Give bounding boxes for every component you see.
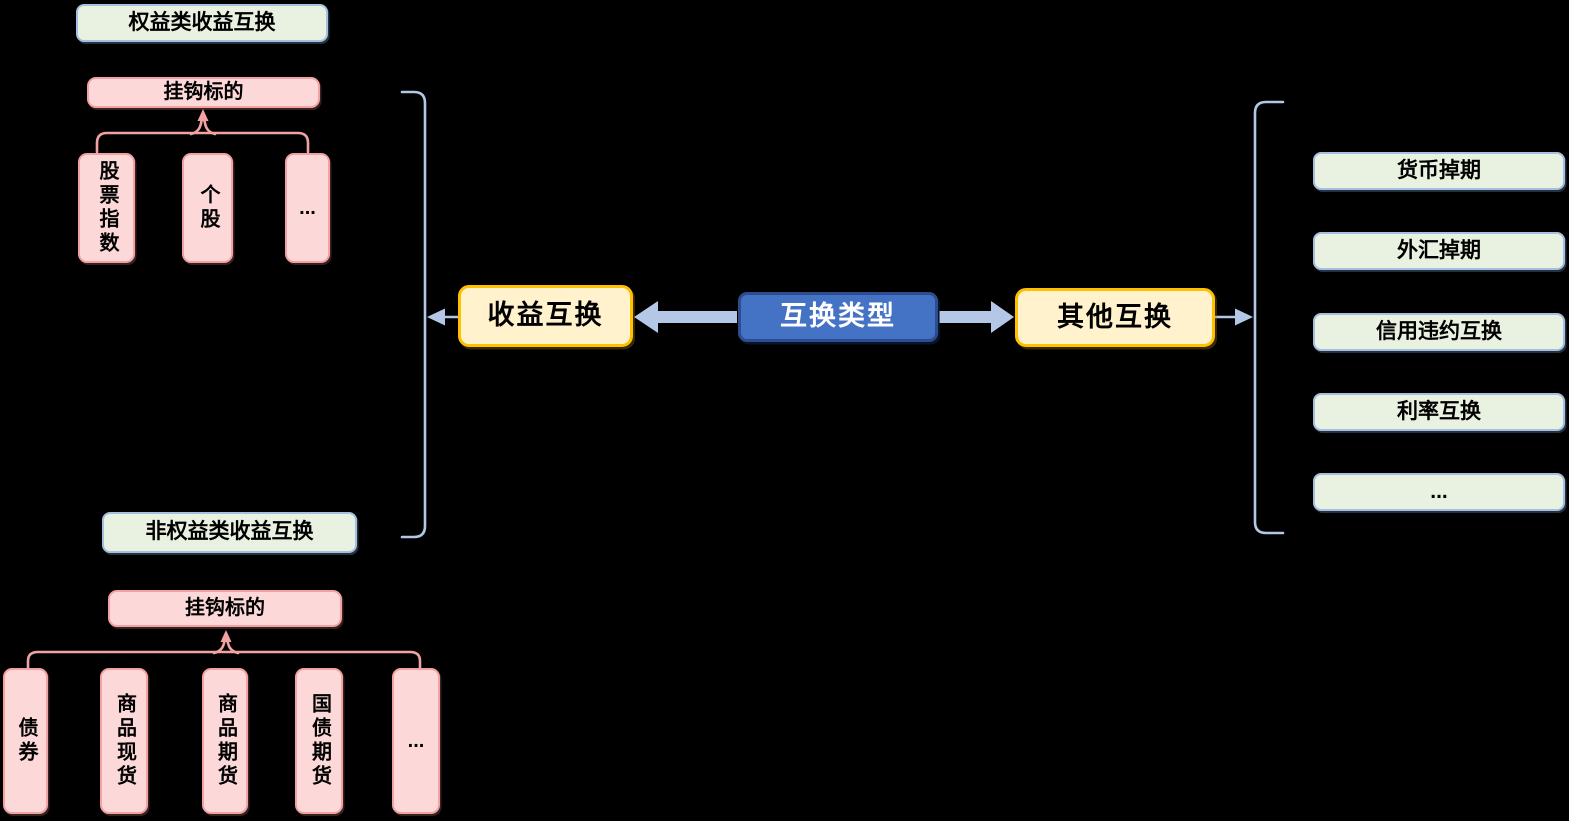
other-swap-type-ellipsis: ... bbox=[1313, 473, 1565, 511]
underlying-item-label: ... bbox=[407, 729, 425, 752]
underlying-item-label: 商品现货 bbox=[113, 693, 136, 789]
left-bracket bbox=[400, 90, 461, 539]
underlying-item-label: 国债期货 bbox=[308, 693, 331, 789]
other-swap-node: 其他互换 bbox=[1015, 288, 1215, 347]
right-arrowhead-icon bbox=[1235, 308, 1253, 326]
underlying-item-bond: 债券 bbox=[3, 668, 48, 814]
non-equity-underlying-label-box: 挂钩标的 bbox=[108, 590, 342, 627]
other-swap-type-currency-swap: 货币掉期 bbox=[1313, 152, 1565, 190]
center-node-swap-type: 互换类型 bbox=[738, 292, 938, 342]
underlying-item-label: 商品期货 bbox=[214, 693, 237, 789]
underlying-item-commodity-spot: 商品现货 bbox=[100, 668, 148, 814]
right-block-arrow bbox=[939, 301, 1014, 333]
underlying-item-label: ... bbox=[299, 196, 316, 219]
up-arrowhead-icon bbox=[197, 109, 209, 121]
non-equity-underlying-bracket bbox=[26, 630, 422, 670]
left-block-arrow bbox=[634, 301, 737, 333]
other-swap-type-fx-swap: 外汇掉期 bbox=[1313, 232, 1565, 270]
left-arrowhead-icon bbox=[427, 308, 445, 326]
non-equity-return-swap-box: 非权益类收益互换 bbox=[102, 512, 357, 553]
underlying-item-label: 股票指数 bbox=[96, 160, 118, 256]
right-bracket bbox=[1212, 100, 1285, 535]
underlying-item-stock-index: 股票指数 bbox=[78, 153, 135, 263]
underlying-item-label: 债券 bbox=[15, 717, 37, 765]
other-swap-type-interest-rate-swap: 利率互换 bbox=[1313, 393, 1565, 431]
equity-underlying-label-box: 挂钩标的 bbox=[87, 77, 320, 108]
other-swap-type-credit-default-swap: 信用违约互换 bbox=[1313, 313, 1565, 351]
underlying-item-commodity-futures: 商品期货 bbox=[202, 668, 248, 814]
underlying-item-label: 个股 bbox=[197, 184, 219, 232]
underlying-item-single-stock: 个股 bbox=[182, 153, 233, 263]
equity-underlying-bracket bbox=[95, 109, 310, 154]
return-swap-node: 收益互换 bbox=[458, 285, 633, 347]
up-arrowhead-icon bbox=[220, 630, 232, 642]
underlying-item-ellipsis: ... bbox=[285, 153, 330, 263]
underlying-item-treasury-futures: 国债期货 bbox=[295, 668, 343, 814]
underlying-item-ellipsis: ... bbox=[392, 668, 440, 814]
equity-return-swap-box: 权益类收益互换 bbox=[76, 4, 328, 42]
